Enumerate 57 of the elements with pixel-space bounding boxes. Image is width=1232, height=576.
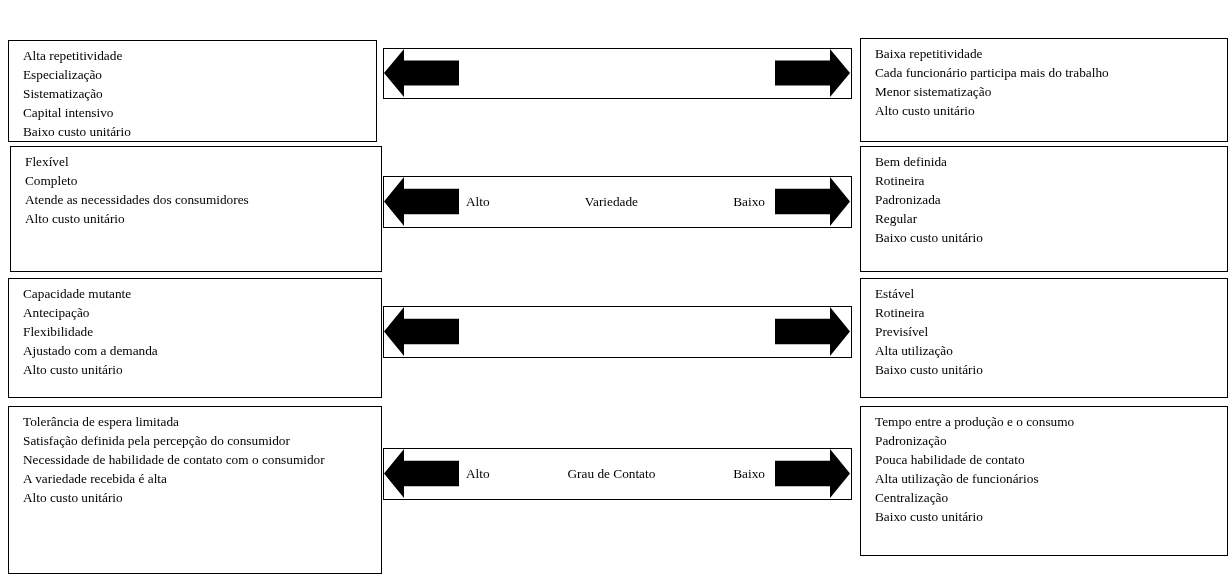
characteristic-text: Necessidade de habilidade de contato com o consumidor: [23, 451, 325, 469]
characteristic-text: Capacidade mutante: [23, 285, 132, 303]
scale-bar: [383, 306, 852, 358]
characteristic-text: Tolerância de espera limitada: [23, 413, 179, 431]
characteristic-text: Baixa repetitividade: [875, 45, 983, 63]
characteristic-text: Antecipação: [23, 304, 90, 322]
characteristic-text: Baixo custo unitário: [875, 229, 983, 247]
characteristic-text: Completo: [25, 172, 78, 190]
characteristics-box: [860, 146, 1228, 272]
characteristic-text: Estável: [875, 285, 915, 303]
characteristic-text: Previsível: [875, 323, 929, 341]
characteristic-text: Rotineira: [875, 304, 925, 322]
characteristic-text: Flexibilidade: [23, 323, 94, 341]
characteristic-text: Pouca habilidade de contato: [875, 451, 1025, 469]
characteristic-text: A variedade recebida é alta: [23, 470, 167, 488]
characteristic-text: Baixo custo unitário: [875, 361, 983, 379]
characteristic-text: Rotineira: [875, 172, 925, 190]
characteristic-text: Alto custo unitário: [23, 489, 123, 507]
characteristic-text: Alto custo unitário: [25, 210, 125, 228]
characteristics-box: [10, 146, 382, 272]
characteristic-text: Flexível: [25, 153, 69, 171]
characteristic-text: Especialização: [23, 66, 102, 84]
characteristic-text: Centralização: [875, 489, 949, 507]
scale-end-label: Alto: [466, 466, 490, 482]
characteristic-text: Tempo entre a produção e o consumo: [875, 413, 1075, 431]
scale-title: Grau de Contato: [567, 466, 656, 482]
scale-bar: [383, 176, 852, 228]
characteristics-box: [8, 40, 377, 142]
characteristic-text: Sistematização: [23, 85, 103, 103]
characteristics-box: [860, 406, 1228, 556]
characteristic-text: Cada funcionário participa mais do trabalho: [875, 64, 1109, 82]
characteristic-text: Menor sistematização: [875, 83, 992, 101]
characteristic-text: Alto custo unitário: [23, 361, 123, 379]
characteristics-box: [8, 406, 382, 574]
characteristic-text: Atende as necessidades dos consumidores: [25, 191, 249, 209]
characteristic-text: Alta utilização: [875, 342, 953, 360]
characteristic-text: Padronização: [875, 432, 947, 450]
scale-end-label: Baixo: [733, 466, 765, 482]
characteristic-text: Alto custo unitário: [875, 102, 975, 120]
scale-bar: [383, 48, 852, 99]
characteristic-text: Padronizada: [875, 191, 941, 209]
characteristic-text: Baixo custo unitário: [875, 508, 983, 526]
characteristic-text: Satisfação definida pela percepção do consumidor: [23, 432, 290, 450]
characteristic-text: Bem definida: [875, 153, 947, 171]
characteristic-text: Ajustado com a demanda: [23, 342, 158, 360]
scale-bar: [383, 448, 852, 500]
characteristic-text: Alta utilização de funcionários: [875, 470, 1039, 488]
characteristic-text: Baixo custo unitário: [23, 123, 131, 141]
characteristics-box: [860, 38, 1228, 142]
characteristic-text: Capital intensivo: [23, 104, 114, 122]
characteristic-text: Regular: [875, 210, 918, 228]
scale-title: Variedade: [584, 194, 638, 210]
characteristics-box: [8, 278, 382, 398]
scale-end-label: Alto: [466, 194, 490, 210]
scale-end-label: Baixo: [733, 194, 765, 210]
characteristics-box: [860, 278, 1228, 398]
characteristic-text: Alta repetitividade: [23, 47, 123, 65]
